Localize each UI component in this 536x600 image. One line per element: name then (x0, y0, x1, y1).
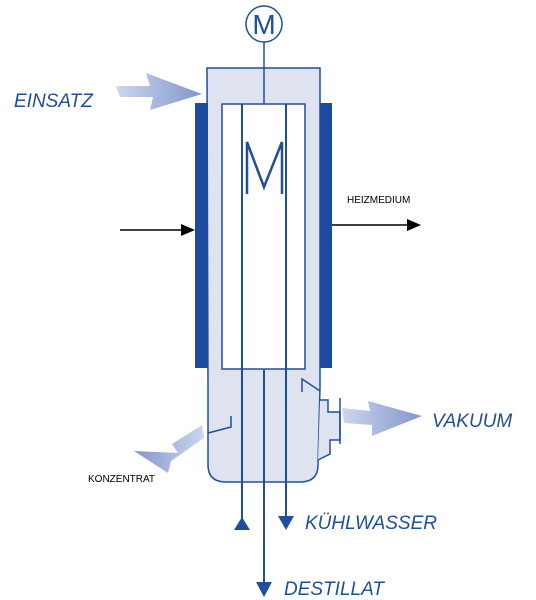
label-einsatz: EINSATZ (14, 91, 94, 112)
label-konzentrat: KONZENTRAT (88, 474, 155, 485)
vacuum-outlet-arrow (342, 401, 422, 436)
baffle-left (207, 416, 232, 434)
label-vakuum: VAKUUM (432, 411, 512, 432)
internal-condenser (221, 103, 306, 370)
concentrate-outlet-arrow (134, 425, 204, 473)
label-kuehlwasser: KÜHLWASSER (305, 513, 437, 534)
motor-icon (245, 5, 283, 43)
heating-jacket-left (195, 103, 208, 368)
feed-inlet-arrow (116, 73, 202, 110)
cooling-water-in-arrow (234, 517, 250, 530)
cooling-water-out-arrow (278, 516, 294, 530)
baffle-right (301, 377, 321, 392)
label-destillat: DESTILLAT (284, 579, 385, 600)
vapor-outlet-nozzle (317, 399, 341, 461)
distillate-arrow (256, 582, 272, 597)
wiper-symbol (245, 141, 284, 194)
motor-symbol: M (252, 9, 275, 40)
label-heizmedium: HEIZMEDIUM (347, 195, 410, 206)
heating-medium-in-arrow (181, 224, 195, 236)
heating-medium-out-arrow (407, 219, 421, 231)
heating-jacket-right (320, 103, 332, 368)
